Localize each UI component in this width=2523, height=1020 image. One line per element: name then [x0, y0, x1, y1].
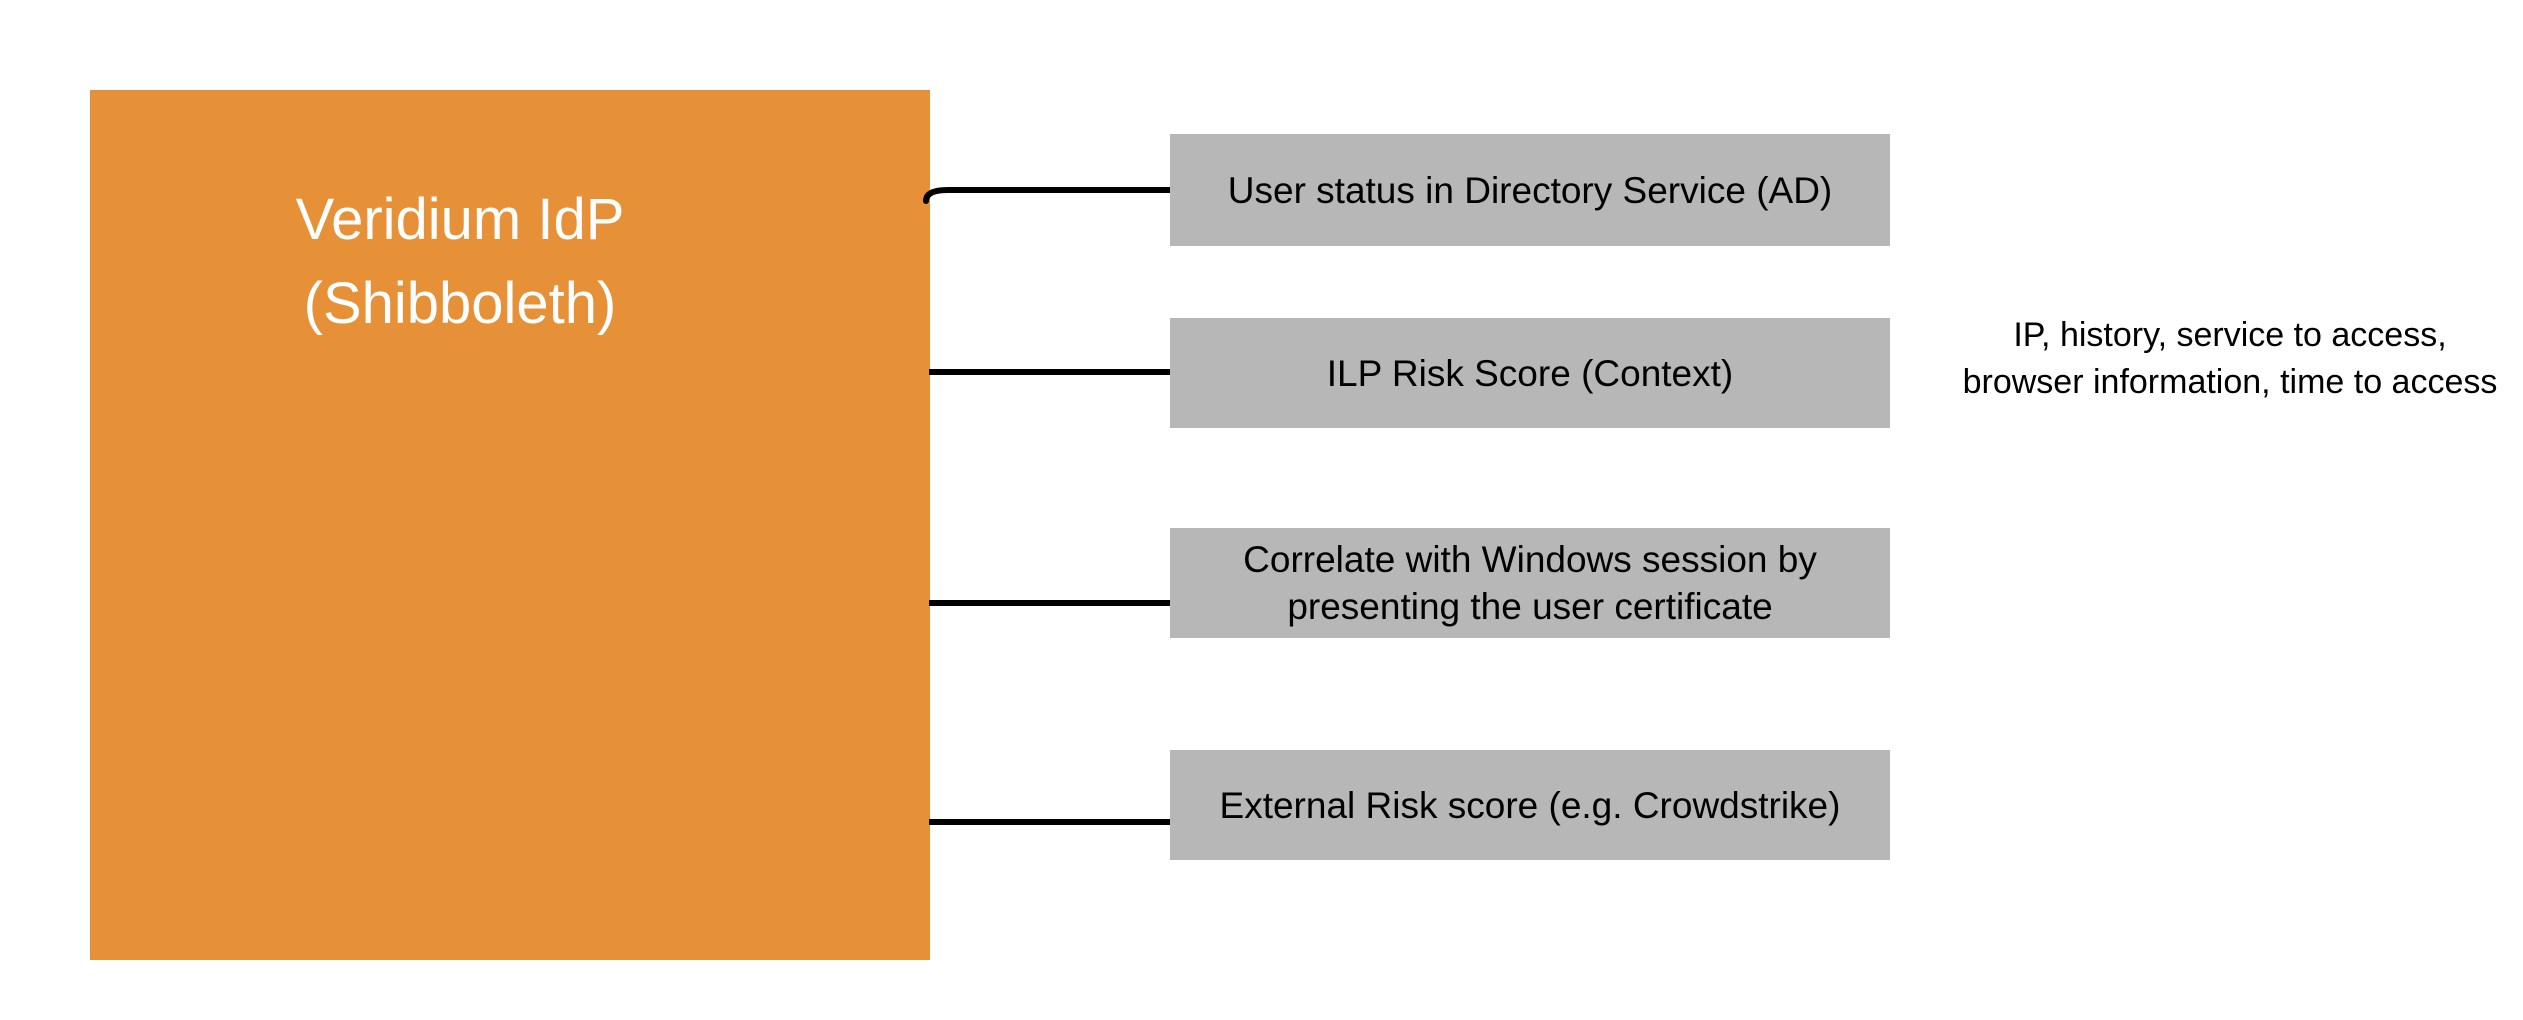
veridium-idp-label: Veridium IdP (Shibboleth) [90, 178, 830, 346]
context-annotation-text: IP, history, service to access, browser … [1962, 316, 2498, 401]
factor-node-label: External Risk score (e.g. Crowdstrike) [1219, 784, 1841, 826]
veridium-idp-node: Veridium IdP (Shibboleth) [90, 90, 930, 960]
factor-node-label: ILP Risk Score (Context) [1326, 352, 1734, 394]
veridium-idp-label-line2: (Shibboleth) [303, 271, 617, 336]
factor-node-external-risk-score: External Risk score (e.g. Crowdstrike) [1170, 750, 1890, 860]
factor-node-windows-session: Correlate with Windows session by presen… [1170, 528, 1890, 638]
factor-node-ilp-risk-score: ILP Risk Score (Context) [1170, 318, 1890, 428]
factor-node-user-status: User status in Directory Service (AD) [1170, 134, 1890, 246]
factor-node-label: User status in Directory Service (AD) [1227, 169, 1833, 211]
factor-node-label: Correlate with Windows session by presen… [1243, 539, 1817, 627]
veridium-idp-label-line1: Veridium IdP [295, 187, 625, 252]
connector-line-1 [923, 187, 1173, 204]
